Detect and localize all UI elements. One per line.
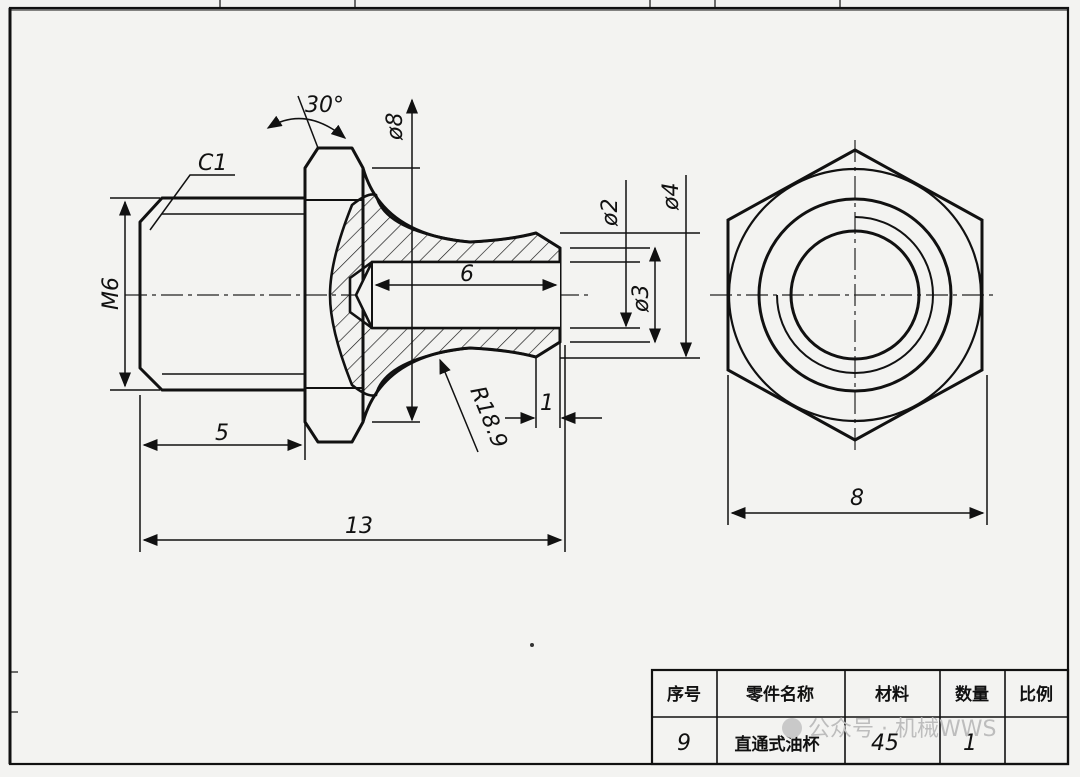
- dimension-lines: [110, 95, 988, 552]
- title-value-quantity: 1: [963, 731, 977, 756]
- speck: [530, 643, 534, 647]
- dim-radius: R18.9: [464, 383, 511, 452]
- hex-circle-inner: [789, 229, 921, 361]
- hex-circle-outer: [727, 167, 983, 423]
- end-view: [726, 148, 984, 442]
- watermark-text: 公众号 · 机械WWS: [808, 717, 996, 742]
- title-header-material: 材料: [875, 684, 909, 705]
- title-header-quantity: 数量: [955, 684, 989, 705]
- dim-angle: 30°: [305, 93, 344, 118]
- threaded-shank: [138, 196, 305, 392]
- title-value-index: 9: [677, 731, 691, 756]
- bore: [354, 260, 560, 330]
- dim-bore-length: 6: [460, 262, 474, 287]
- hex-circle-mid: [757, 197, 953, 393]
- title-header-scale: 比例: [1019, 684, 1053, 705]
- dim-dia4: ø4: [659, 183, 684, 211]
- dim-hex-width: 8: [850, 486, 864, 511]
- thread-arc: [776, 216, 934, 374]
- dim-lip: 1: [540, 391, 554, 416]
- title-header-index: 序号: [667, 684, 701, 705]
- dim-dia2: ø2: [598, 199, 623, 227]
- sheet-frame: [8, 0, 1070, 766]
- watermark: 公众号 · 机械WWS: [782, 717, 996, 742]
- title-value-part-name: 直通式油杯: [735, 734, 820, 755]
- title-header-part-name: 零件名称: [745, 684, 814, 705]
- dim-head-length: 5: [215, 421, 229, 446]
- dim-chamfer: C1: [198, 151, 227, 176]
- wechat-icon: [782, 718, 802, 738]
- dim-total-length: 13: [345, 514, 373, 539]
- dim-dia3: ø3: [629, 285, 654, 313]
- hex-head: [303, 146, 365, 444]
- title-value-material: 45: [871, 731, 899, 756]
- dim-thread: M6: [99, 277, 124, 310]
- title-block: 序号 零件名称 材料 数量 比例 9 直通式油杯 45 1: [650, 668, 1070, 766]
- dim-dia8: ø8: [383, 113, 408, 141]
- hexagon: [726, 148, 984, 442]
